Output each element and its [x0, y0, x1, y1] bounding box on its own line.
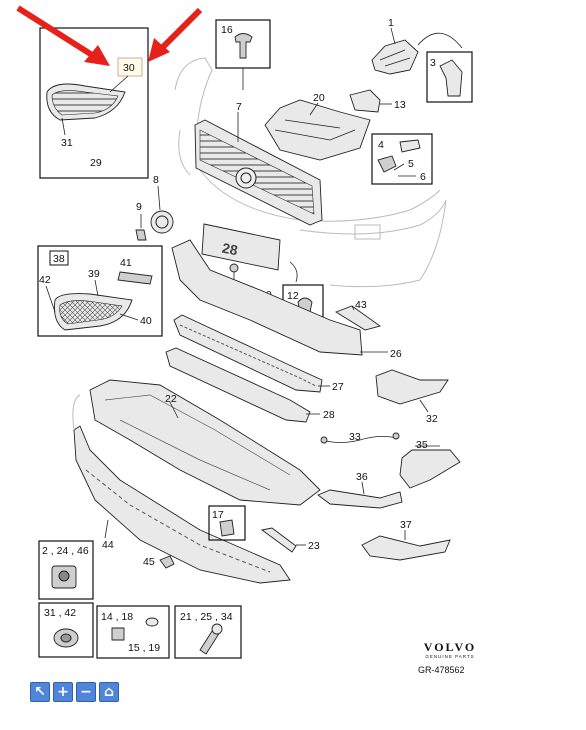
- callout-26: 26: [390, 348, 402, 360]
- part-35-bracket: 35: [399, 439, 461, 489]
- legend-box-21-25-34: 21 , 25 , 34: [174, 605, 242, 659]
- callout-43: 43: [355, 299, 367, 311]
- part-22-undertray: 22: [89, 379, 321, 506]
- legend-label-15-19: 15 , 19: [128, 642, 160, 654]
- part-1-bracket: 1: [371, 17, 463, 75]
- callout-38: 38: [53, 253, 65, 265]
- svg-text:28: 28: [221, 240, 240, 259]
- callout-33: 33: [349, 431, 361, 443]
- legend-label-31-42: 31 , 42: [44, 607, 76, 619]
- part-26-absorber: 26: [171, 239, 402, 360]
- callout-36: 36: [356, 471, 368, 483]
- callout-9: 9: [136, 201, 142, 213]
- part-33-wiring: 33: [320, 431, 400, 444]
- callout-5: 5: [408, 158, 414, 170]
- diagram-reference: GR-478562: [418, 665, 465, 675]
- volvo-brand: VOLVO GENUINE PARTS: [420, 640, 480, 659]
- part-32-bracket: 32: [375, 369, 449, 425]
- part-23-insert: 23: [260, 527, 320, 553]
- detail-box-38: 38 41 39 42 40: [37, 245, 163, 337]
- callout-45: 45: [143, 556, 155, 568]
- home-icon[interactable]: ⌂: [99, 682, 119, 702]
- detail-box-4-5-6: 4 5 6: [371, 133, 433, 185]
- detail-box-29: 30 31 29: [39, 27, 149, 179]
- detail-box-3: 3: [426, 51, 473, 103]
- part-28-absorber: 28: [165, 347, 335, 423]
- part-44-bumper-cover: 44: [72, 394, 291, 584]
- part-9-clip: 9: [135, 201, 147, 241]
- bumper-ghost-outline: [174, 57, 447, 288]
- callout-42: 42: [39, 274, 51, 286]
- callout-35: 35: [416, 439, 428, 451]
- callout-3: 3: [430, 57, 436, 69]
- red-arrows: [16, 5, 203, 66]
- callout-37: 37: [400, 519, 412, 531]
- callout-32: 32: [426, 413, 438, 425]
- callout-22: 22: [165, 393, 177, 405]
- legend-box-14-18-15-19: 14 , 18 15 , 19: [96, 605, 170, 659]
- callout-17: 17: [212, 509, 224, 521]
- callout-12: 12: [287, 290, 299, 302]
- callout-40: 40: [140, 315, 152, 327]
- callout-7: 7: [236, 101, 242, 113]
- callout-1: 1: [388, 17, 394, 29]
- callout-30: 30: [123, 62, 135, 74]
- part-27-absorber: 27: [173, 314, 344, 393]
- callout-6: 6: [420, 171, 426, 183]
- legend-label-14-18: 14 , 18: [101, 611, 133, 623]
- part-7-grille: 7: [194, 101, 323, 226]
- callout-44: 44: [102, 539, 114, 551]
- legend-label-2-24-46: 2 , 24 , 46: [42, 545, 89, 557]
- callout-8: 8: [153, 174, 159, 186]
- legend-box-31-42: 31 , 42: [38, 602, 94, 658]
- callout-29: 29: [90, 157, 102, 169]
- callout-20: 20: [313, 92, 325, 104]
- volvo-logo: VOLVO: [423, 640, 477, 654]
- part-36-strip: 36: [317, 471, 403, 509]
- minus-icon[interactable]: −: [76, 682, 96, 702]
- legend-label-21-25-34: 21 , 25 , 34: [180, 611, 233, 623]
- part-45-clip: 45: [143, 555, 175, 569]
- genuine-parts-label: GENUINE PARTS: [425, 654, 475, 659]
- part-13-clip: 13: [349, 89, 406, 113]
- plus-icon[interactable]: +: [53, 682, 73, 702]
- callout-28: 28: [323, 409, 335, 421]
- callout-13: 13: [394, 99, 406, 111]
- part-37-lamp: 37: [361, 519, 451, 561]
- part-8-emblem: 8: [150, 174, 174, 234]
- pointer-icon[interactable]: ↖: [30, 682, 50, 702]
- callout-27: 27: [332, 381, 344, 393]
- callout-39: 39: [88, 268, 100, 280]
- part-20-bracket: 20: [264, 92, 371, 161]
- callout-4: 4: [378, 139, 384, 151]
- callout-23: 23: [308, 540, 320, 552]
- legend-box-2-24-46: 2 , 24 , 46: [38, 540, 94, 600]
- part-43-strip: 43: [334, 299, 382, 331]
- detail-box-17: 17: [208, 505, 246, 541]
- callout-41: 41: [120, 257, 132, 269]
- callout-16: 16: [221, 24, 233, 36]
- callout-31: 31: [61, 137, 73, 149]
- detail-box-16: 16: [215, 19, 271, 90]
- zoom-toolbar: ↖ + − ⌂: [30, 682, 119, 702]
